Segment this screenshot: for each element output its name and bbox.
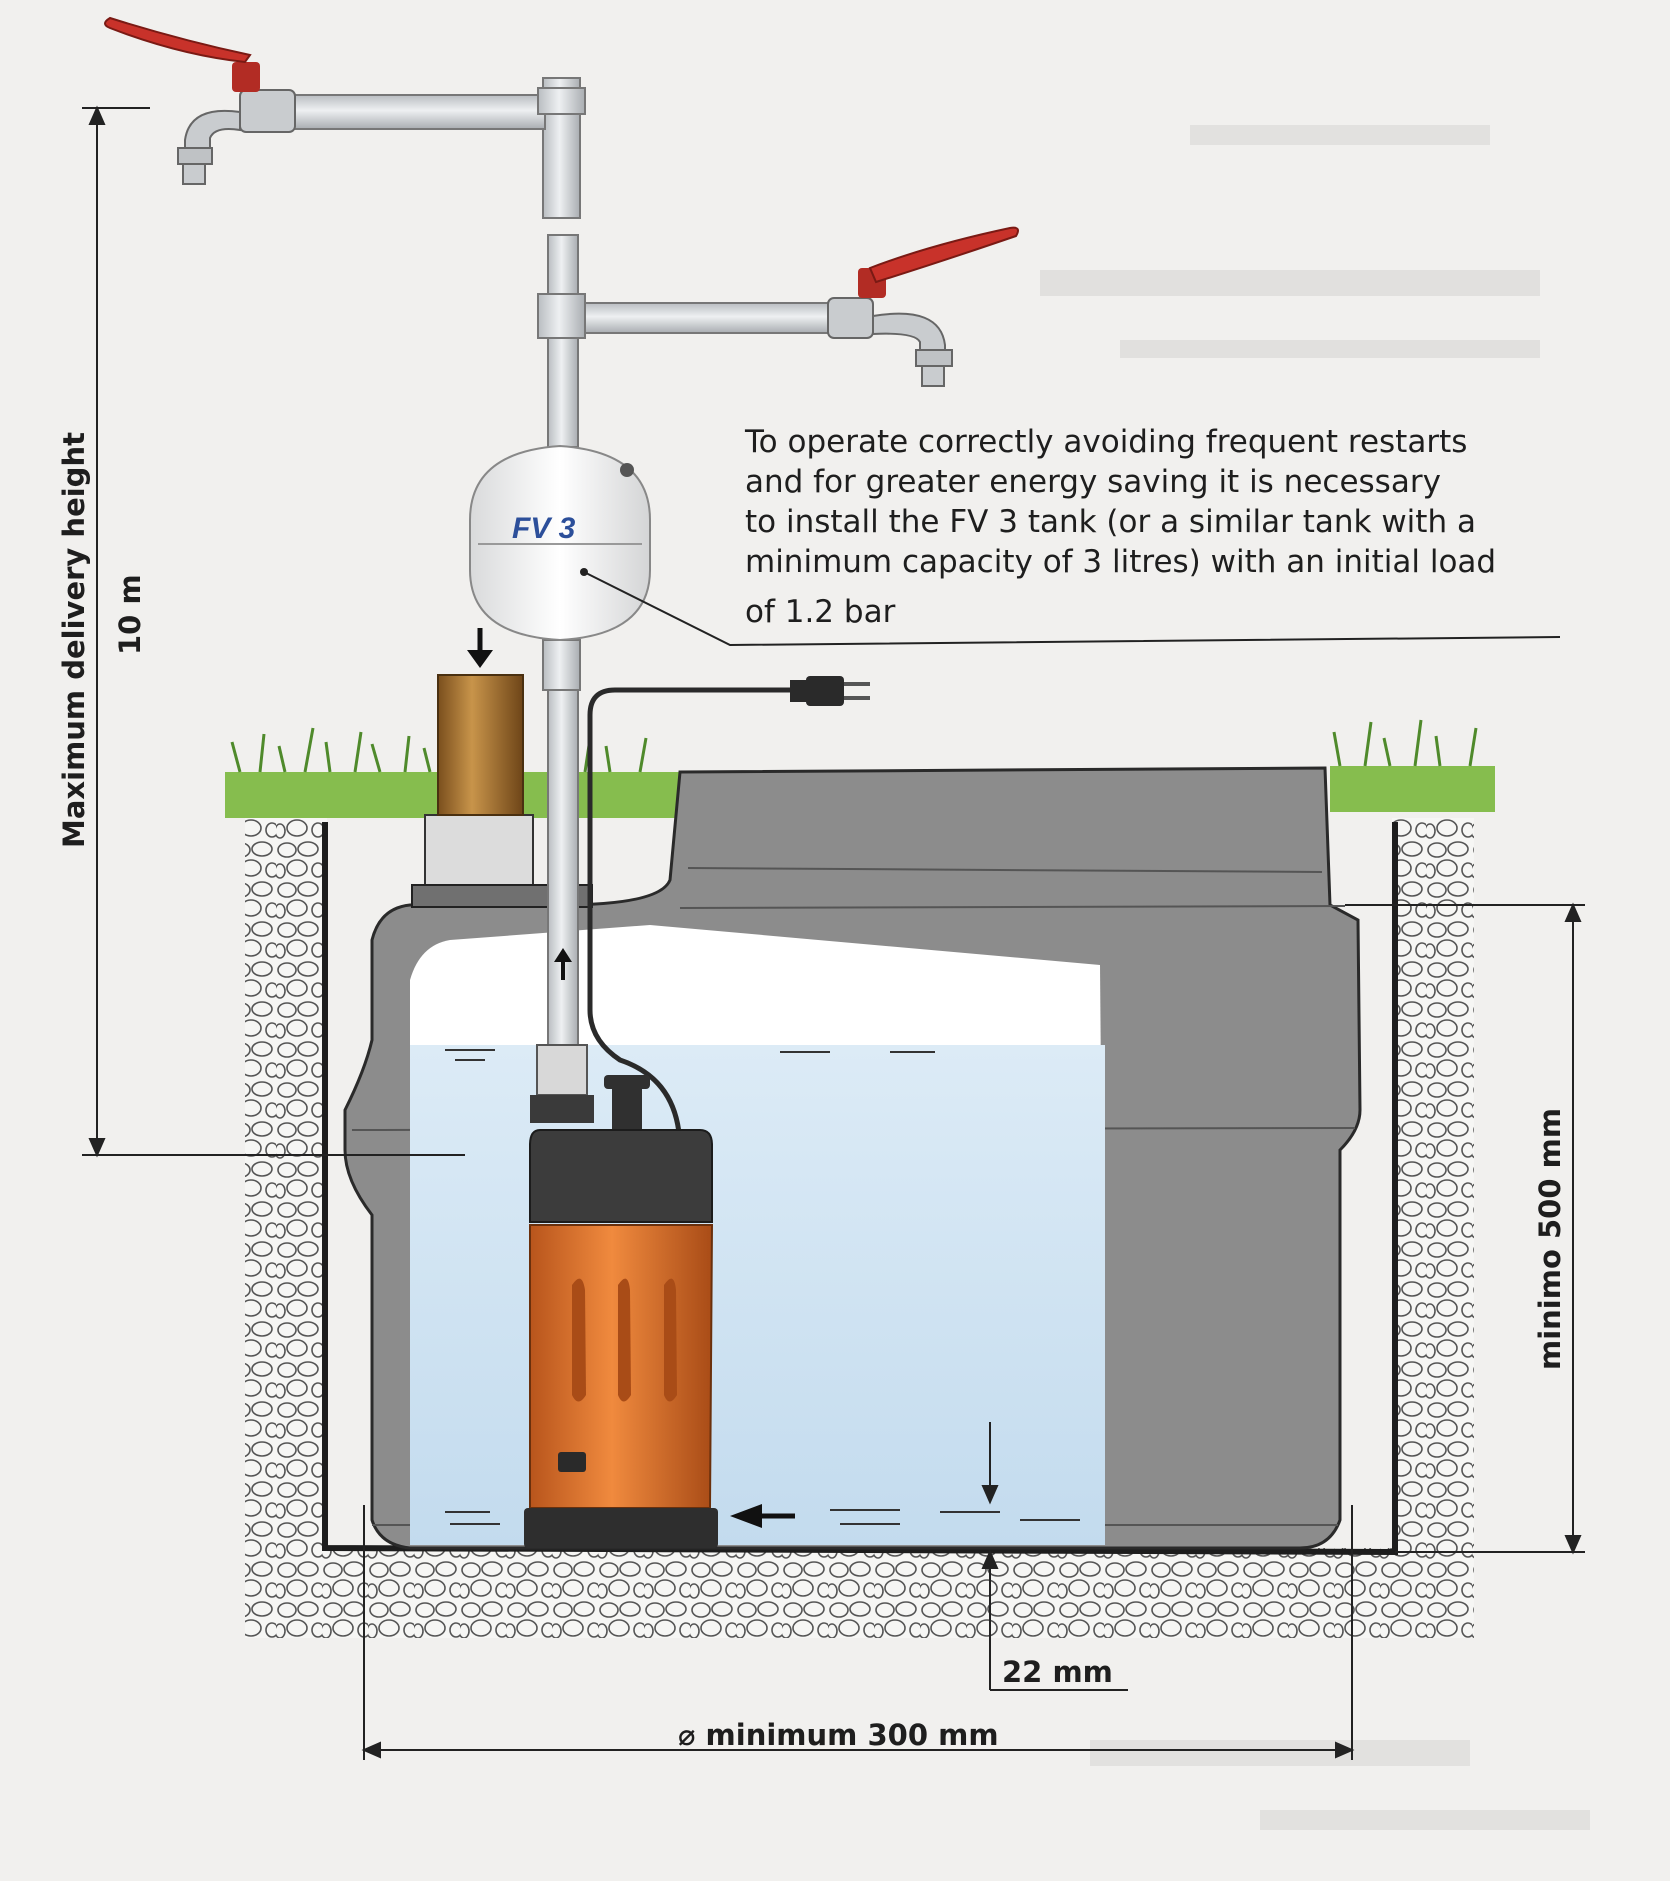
power-cable xyxy=(587,687,790,1151)
tap-icon xyxy=(104,16,296,185)
dimension-gap xyxy=(981,1422,1128,1691)
down-arrow-icon xyxy=(467,628,493,668)
dimension-max-height xyxy=(82,105,465,1158)
annotation-line-1: To operate correctly avoiding frequent r… xyxy=(744,424,1467,460)
delivery-pipe xyxy=(289,77,829,1061)
inlet-arrow-icon xyxy=(730,1504,795,1528)
water xyxy=(410,1045,1105,1545)
expansion-vessel xyxy=(469,444,651,642)
plug-icon xyxy=(790,676,870,706)
gravel-backfill xyxy=(245,818,1474,1638)
dimension-diameter xyxy=(361,1505,1355,1760)
water-surface-marks xyxy=(445,1049,1080,1525)
tap-icon xyxy=(827,226,1019,387)
gap-label: 22 mm xyxy=(1002,1655,1113,1689)
flow-arrow-icon xyxy=(554,948,572,980)
annotation-leader-line xyxy=(583,571,1561,647)
dimension-min-depth xyxy=(1345,902,1585,1555)
submersible-pump xyxy=(524,1044,718,1548)
annotation-line-4: minimum capacity of 3 litres) with an in… xyxy=(745,544,1496,580)
max-height-value: 10 m xyxy=(113,574,147,655)
diameter-label: ⌀ minimum 300 mm xyxy=(678,1718,999,1752)
annotation-line-2: and for greater energy saving it is nece… xyxy=(745,464,1441,500)
annotation-text: To operate correctly avoiding frequent r… xyxy=(744,424,1496,630)
annotation-line-5: of 1.2 bar xyxy=(745,594,896,630)
background-print-through xyxy=(1040,125,1590,1830)
tank-label: FV 3 xyxy=(512,512,576,545)
annotation-line-3: to install the FV 3 tank (or a similar t… xyxy=(745,504,1476,540)
max-height-title: Maximum delivery height xyxy=(57,432,91,848)
min-depth-label: minimo 500 mm xyxy=(1533,1108,1567,1370)
pit-outline xyxy=(322,822,1398,1556)
